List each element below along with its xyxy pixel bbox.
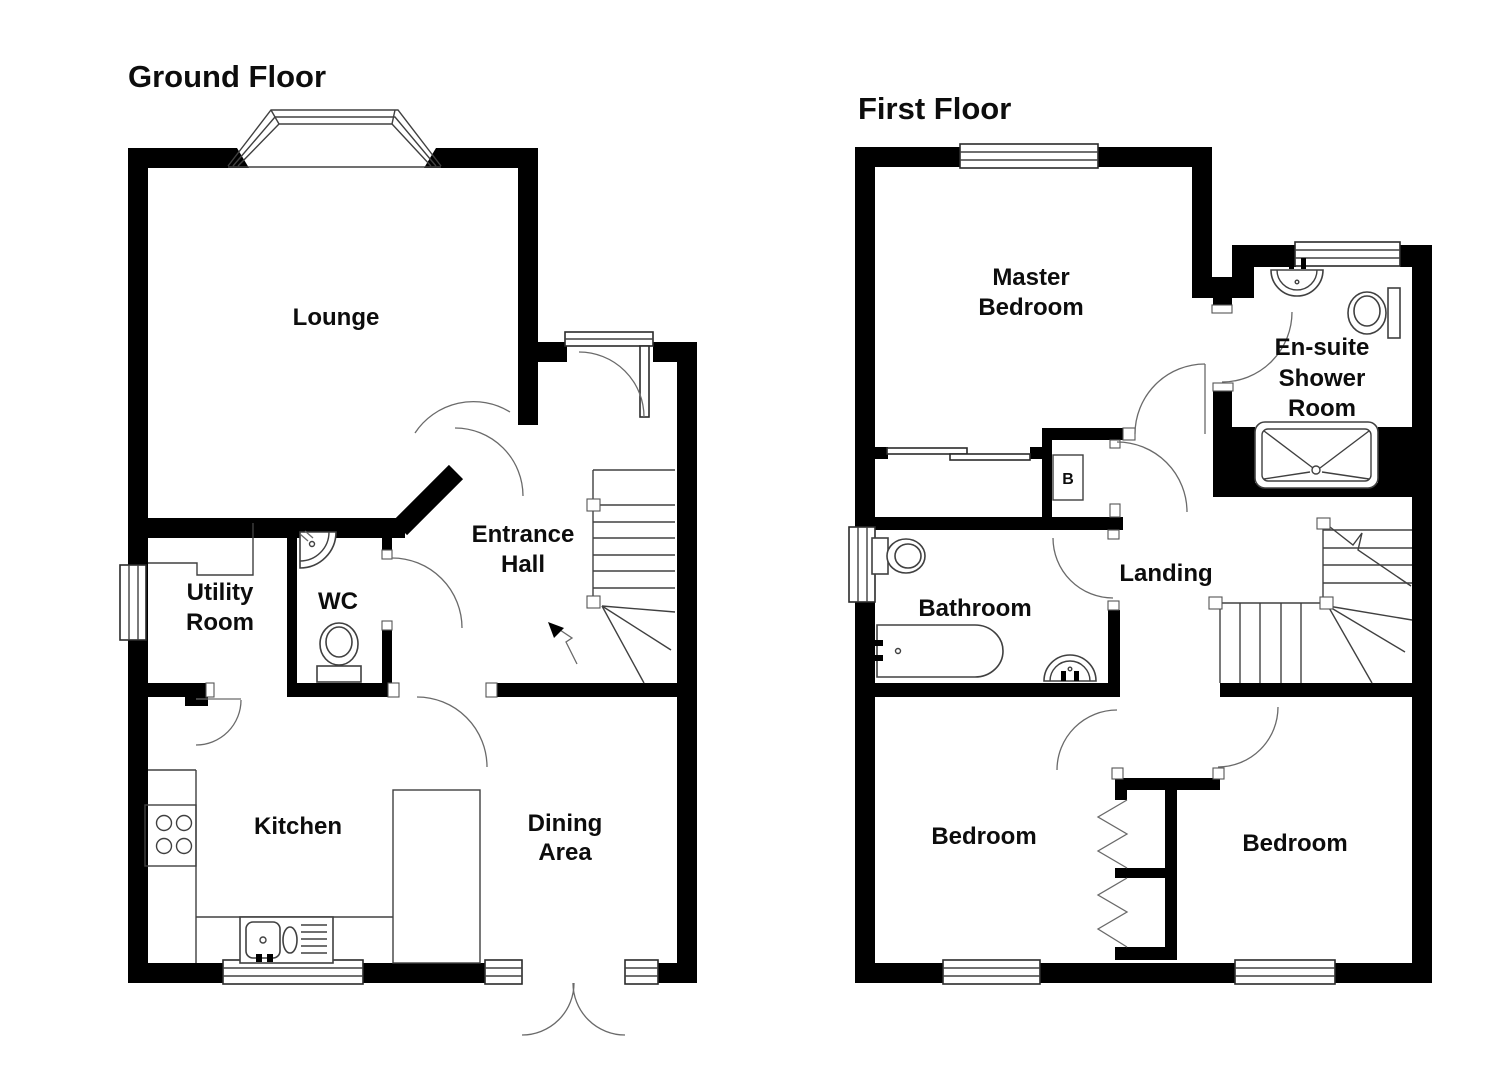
- dining-window-right: [624, 959, 659, 985]
- first-staircase: [1208, 517, 1413, 684]
- wardrobe-sliding-doors: [886, 447, 1031, 461]
- french-doors: [521, 982, 626, 1036]
- kitchen-fixtures: [144, 769, 481, 964]
- kitchen-peninsula: [392, 789, 481, 964]
- hall-label-line2: Hall: [501, 551, 545, 578]
- dining-label-line2: Area: [538, 839, 592, 866]
- landing-label: Landing: [1119, 560, 1212, 587]
- master-label-line2: Bedroom: [978, 294, 1083, 321]
- shower-tray: [1254, 421, 1379, 489]
- ensuite-toilet: [1347, 287, 1401, 339]
- bathroom-window: [848, 526, 876, 603]
- dining-window-left: [484, 959, 523, 985]
- kitchen-sink: [239, 916, 334, 964]
- dining-door: [416, 696, 488, 768]
- bedroom-left-label: Bedroom: [931, 823, 1036, 850]
- ground-walls: [128, 148, 697, 983]
- french-door-opening: [522, 962, 625, 984]
- hall-label-line1: Entrance: [472, 521, 575, 548]
- bedroom-right-window: [1234, 959, 1336, 985]
- kitchen-label: Kitchen: [254, 813, 342, 840]
- cupboard-door: [1116, 441, 1188, 513]
- bedroom-left-door: [1056, 709, 1118, 771]
- wc-basin: [299, 530, 337, 569]
- bedroom-left-window: [942, 959, 1041, 985]
- lounge-label: Lounge: [293, 304, 380, 331]
- ground-staircase: [548, 469, 676, 684]
- first-floor-title: First Floor: [858, 91, 1011, 126]
- hob: [144, 804, 197, 867]
- utility-door: [195, 698, 242, 746]
- lounge-door: [414, 401, 524, 497]
- dining-label-line1: Dining: [528, 810, 603, 837]
- wc-door: [391, 557, 463, 629]
- front-door-threshold: [564, 331, 654, 347]
- ground-doors: [195, 345, 650, 1036]
- wc-fixtures: [299, 530, 362, 683]
- master-door: [1134, 363, 1206, 435]
- wc-label: WC: [318, 588, 358, 615]
- utility-label-line2: Room: [186, 609, 254, 636]
- master-window: [959, 143, 1099, 169]
- closet-bifold-doors: [1096, 799, 1129, 948]
- ensuite-basin: [1270, 258, 1324, 297]
- boiler-label: B: [1062, 471, 1074, 488]
- boiler-cupboard: [1052, 454, 1084, 501]
- bedroom-right-label: Bedroom: [1242, 830, 1347, 857]
- first-labels: First Floor Master Bedroom En-suite Show…: [858, 91, 1369, 857]
- bathroom-door: [1052, 537, 1114, 599]
- utility-window: [119, 564, 147, 641]
- stairs-up-arrow: [548, 622, 578, 665]
- utility-label-line1: Utility: [187, 579, 254, 606]
- utility-counter: [148, 523, 254, 576]
- ensuite-label-line3: Room: [1288, 395, 1356, 422]
- first-doors: [886, 311, 1293, 948]
- ensuite-window: [1294, 241, 1401, 267]
- first-floor-plan: First Floor Master Bedroom En-suite Show…: [848, 91, 1432, 985]
- first-windows: [848, 143, 1401, 985]
- stairs-break-line: [1329, 526, 1412, 587]
- bay-window: [227, 109, 442, 168]
- ensuite-fixtures: [1254, 258, 1401, 489]
- ensuite-door: [1221, 311, 1293, 383]
- ensuite-label-line2: Shower: [1279, 365, 1366, 392]
- front-door: [578, 345, 650, 418]
- ground-labels: Ground Floor Lounge Utility Room WC Entr…: [128, 59, 602, 866]
- bathroom-toilet: [871, 537, 926, 575]
- bedroom-right-door: [1217, 706, 1279, 768]
- wc-toilet: [316, 622, 362, 683]
- bath: [874, 624, 1004, 678]
- master-label-line1: Master: [992, 264, 1069, 291]
- ground-floor-title: Ground Floor: [128, 59, 326, 94]
- bathroom-basin: [1043, 654, 1097, 682]
- ensuite-label-line1: En-suite: [1275, 334, 1370, 361]
- bathroom-fixtures: [871, 537, 1097, 682]
- bathroom-label: Bathroom: [918, 595, 1031, 622]
- ground-floor-plan: Ground Floor Lounge Utility Room WC Entr…: [119, 59, 697, 1036]
